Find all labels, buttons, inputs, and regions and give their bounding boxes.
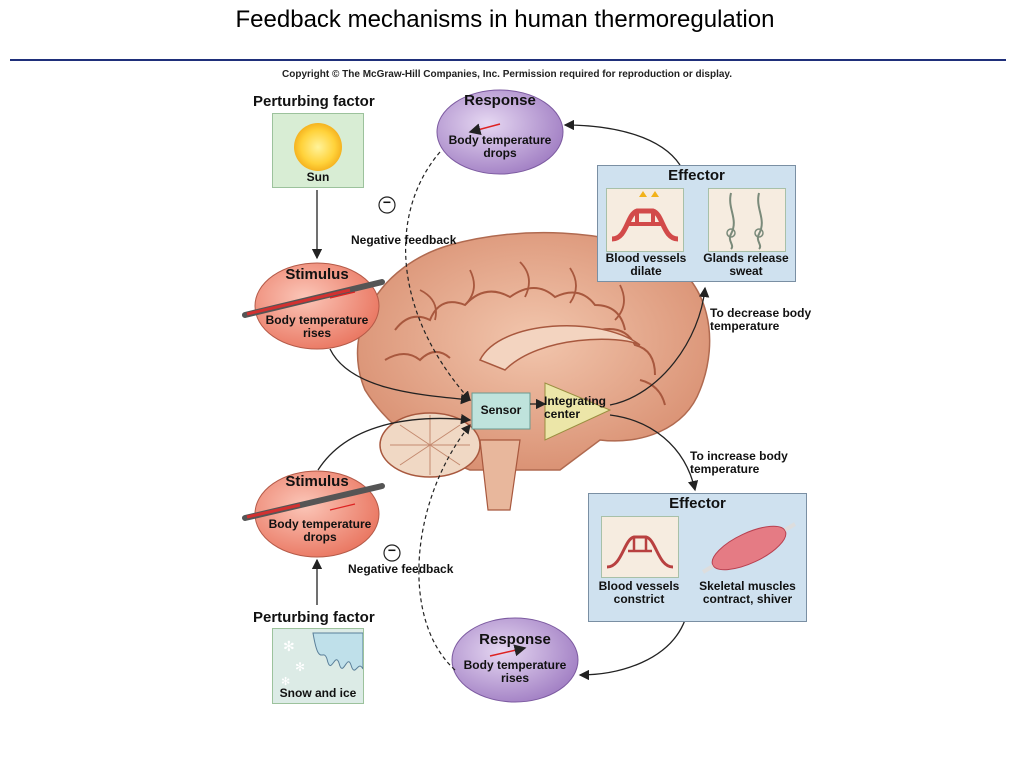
effector-bottom-title: Effector <box>669 495 726 512</box>
blood-vessel-icon <box>601 516 679 578</box>
negative-sign-bottom: − <box>387 542 397 558</box>
effector-bottom-item1: Blood vessels constrict <box>598 579 680 606</box>
sensor-label: Sensor <box>480 403 522 417</box>
page-title: Feedback mechanisms in human thermoregul… <box>235 6 775 33</box>
sweat-gland-icon <box>708 188 786 252</box>
perturbing-factor-bottom-label: Perturbing factor <box>253 609 375 626</box>
sun-label: Sun <box>306 170 330 184</box>
snow-and-ice-label: Snow and ice <box>279 686 357 700</box>
response-top-title: Response <box>464 92 536 109</box>
negative-feedback-top-label: Negative feedback <box>351 233 457 247</box>
perturbing-factor-bottom-box: ✻ ✻ ✻ Snow and ice <box>272 628 364 704</box>
effector-top-item1: Blood vessels dilate <box>605 251 687 278</box>
integrating-center-label: Integrating center <box>544 394 606 421</box>
stimulus-bottom-title: Stimulus <box>285 473 349 490</box>
response-top-text: Body temperature drops <box>448 133 552 160</box>
thermometer-icon <box>242 483 385 521</box>
effector-bottom-item2: Skeletal muscles contract, shiver <box>699 579 796 606</box>
effector-top-item2: Glands release sweat <box>703 251 789 278</box>
perturbing-factor-top-label: Perturbing factor <box>253 93 375 110</box>
muscle-icon <box>701 522 797 574</box>
effector-top-box: Effector Blood vessels dilate Glands rel… <box>597 165 796 282</box>
stimulus-top-title: Stimulus <box>285 266 349 283</box>
thermometer-icon <box>242 279 385 318</box>
title-divider <box>10 59 1006 61</box>
to-decrease-label: To decrease body temperature <box>710 306 812 333</box>
svg-text:✻: ✻ <box>283 638 295 654</box>
svg-text:✻: ✻ <box>281 676 290 688</box>
response-bottom-text: Body temperature rises <box>463 658 567 685</box>
to-increase-label: To increase body temperature <box>690 449 788 476</box>
stimulus-bottom-text: Body temperature drops <box>268 517 372 544</box>
effector-bottom-box: Effector Blood vessels constrict Skeleta… <box>588 493 807 622</box>
sun-icon <box>294 123 342 171</box>
negative-sign-top: − <box>382 194 392 210</box>
brain-illustration <box>356 231 711 511</box>
snowflake-icon: ✻ ✻ ✻ <box>273 629 363 703</box>
copyright-notice: Copyright © The McGraw-Hill Companies, I… <box>282 69 733 80</box>
perturbing-factor-top-box: Sun <box>272 113 364 188</box>
stimulus-top-text: Body temperature rises <box>265 313 369 340</box>
negative-feedback-bottom-label: Negative feedback <box>348 562 454 576</box>
blood-vessel-icon <box>606 188 684 252</box>
response-bottom-title: Response <box>479 631 551 648</box>
svg-text:✻: ✻ <box>295 660 305 674</box>
effector-top-title: Effector <box>668 167 725 184</box>
